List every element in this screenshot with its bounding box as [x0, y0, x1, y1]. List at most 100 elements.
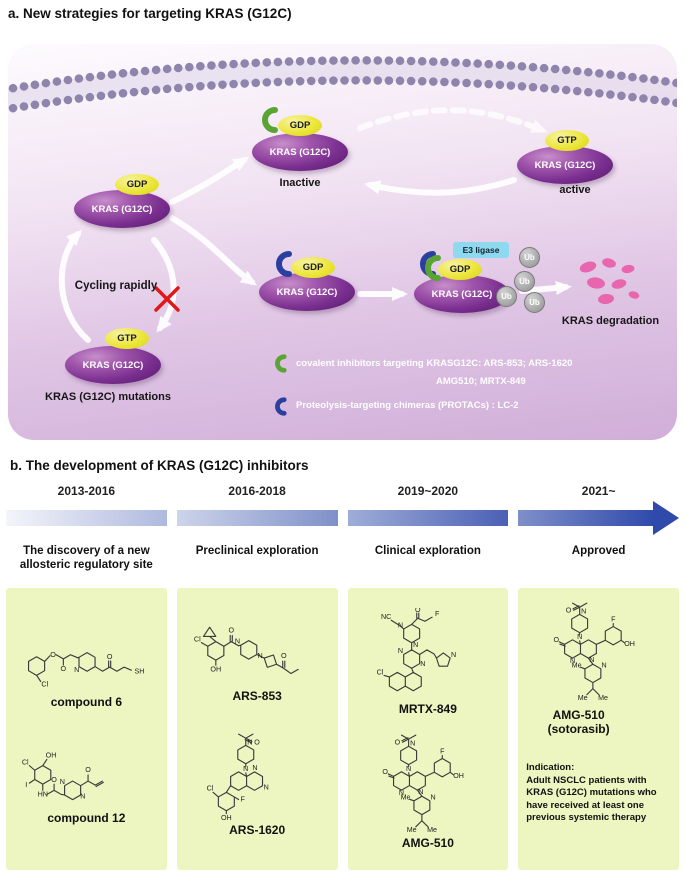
svg-text:Me: Me	[407, 826, 417, 834]
svg-text:HN: HN	[38, 790, 48, 799]
svg-text:N: N	[577, 633, 582, 641]
compound-name: ARS-1620	[229, 823, 286, 838]
inactive-label: Inactive	[279, 177, 321, 189]
legend-covalent-text-2: AMG510; MRTX-849	[436, 376, 526, 387]
svg-text:N: N	[410, 739, 415, 747]
svg-text:N: N	[601, 661, 606, 669]
gtp-badge: GTP	[545, 130, 589, 151]
kras-active-blob: KRAS (G12C)	[517, 146, 613, 184]
indication-text: Adult NSCLC patients with KRAS (G12C) mu…	[526, 774, 657, 824]
structure-compound-12: OH Cl I HN O N N O	[22, 751, 105, 801]
indication-title: Indication:	[526, 762, 575, 773]
svg-text:OH: OH	[453, 772, 464, 780]
arrow-left-to-middle	[169, 215, 257, 286]
struct-block: NC O F N N N N N Cl MRTX-849	[358, 608, 498, 716]
svg-text:O: O	[86, 765, 92, 774]
structure-amg-510-sotorasib: O N N O N N F OH N Me Me Me	[553, 602, 635, 702]
kras-protac-blob: KRAS (G12C)	[259, 273, 355, 311]
kras-ubiquitinated-blob: KRAS (G12C)	[414, 275, 510, 313]
compound-panel-clinical: NC O F N N N N N Cl MRTX-849	[347, 588, 509, 870]
arrow-inactive-to-active-dashed	[357, 107, 548, 133]
svg-text:F: F	[611, 615, 616, 623]
timeline-period: 2013-2016	[57, 484, 116, 498]
svg-text:N: N	[430, 793, 435, 801]
ubiquitin-badge: Ub	[519, 247, 540, 268]
struct-block: OH Cl I HN O N N O compound 12	[16, 747, 156, 826]
ubiquitin-badge: Ub	[524, 292, 545, 313]
svg-text:N: N	[235, 636, 240, 645]
degradation-fragments-graphic	[579, 258, 640, 305]
svg-text:N: N	[252, 764, 257, 772]
struct-block: O N N N N Cl F OH ARS-1620	[187, 729, 327, 837]
svg-text:Me: Me	[577, 694, 587, 702]
covalent-legend-crescent-icon	[275, 354, 287, 373]
panel-a-legend: covalent inhibitors targeting KRASG12C: …	[274, 354, 676, 419]
svg-text:Me: Me	[571, 661, 581, 669]
svg-text:O: O	[52, 775, 58, 784]
svg-text:N: N	[75, 665, 80, 674]
structure-compound-6: O O N O SH Cl	[28, 649, 145, 688]
covalent-inhibitor-crescent-icon	[262, 107, 278, 133]
svg-text:OH: OH	[211, 664, 222, 673]
compound-panel-approved: O N N O N N F OH N Me Me Me AMG-510 (sot	[518, 588, 679, 870]
timeline-arrowhead	[653, 501, 679, 535]
svg-text:Me: Me	[598, 694, 608, 702]
svg-text:O: O	[415, 608, 421, 614]
panel-a: KRAS (G12C) GDP Inactive KRAS (G12C) GTP…	[8, 44, 677, 440]
struct-block: O N N O N N F OH N Me Me Me AMG-510	[358, 730, 498, 850]
compound-name: compound 6	[50, 694, 123, 709]
svg-text:OH: OH	[46, 751, 57, 760]
svg-text:F: F	[241, 796, 246, 804]
svg-text:O: O	[229, 625, 235, 634]
compound-name: AMG-510 (sotorasib)	[547, 708, 610, 736]
svg-text:N: N	[420, 660, 425, 668]
stage-label: Preclinical exploration	[195, 545, 319, 557]
e3-ligase-badge: E3 ligase	[453, 242, 509, 258]
svg-text:NC: NC	[381, 613, 391, 621]
gtp-badge: GTP	[105, 328, 149, 349]
structure-ars-1620: O N N N N Cl F OH	[207, 733, 269, 822]
kras-label: KRAS (G12C)	[269, 146, 331, 158]
stage-label: The discovery of a new allosteric regula…	[19, 545, 153, 572]
kras-mutations-label: KRAS (G12C) mutations	[45, 391, 171, 403]
timeline-bar-segment	[347, 504, 509, 532]
svg-text:N: N	[243, 765, 248, 773]
svg-text:N: N	[570, 657, 575, 665]
svg-text:Cl: Cl	[194, 634, 201, 643]
timeline-grid: 2013-2016 2016-2018 2019~2020 2021~ The …	[6, 484, 679, 870]
svg-text:OH: OH	[624, 640, 635, 648]
gdp-badge: GDP	[291, 257, 335, 278]
svg-text:Me: Me	[427, 826, 437, 834]
svg-text:O: O	[61, 664, 67, 673]
svg-text:O: O	[254, 739, 260, 747]
svg-text:I: I	[26, 781, 28, 790]
arrow-active-to-inactive	[364, 177, 517, 196]
timeline-bar-segment	[518, 501, 679, 535]
structure-amg-510: O N N O N N F OH N Me Me Me	[382, 734, 464, 834]
svg-text:Cl: Cl	[207, 785, 214, 793]
svg-text:O: O	[565, 606, 571, 614]
svg-text:N: N	[581, 607, 586, 615]
gdp-badge: GDP	[278, 115, 322, 136]
svg-text:O: O	[395, 738, 401, 746]
svg-text:N: N	[258, 651, 263, 660]
stage-label: Approved	[571, 545, 626, 557]
svg-text:O: O	[281, 651, 287, 660]
ubiquitin-badge: Ub	[496, 286, 517, 307]
svg-text:N: N	[264, 784, 269, 792]
kras-degradation-label: KRAS degradation	[561, 315, 660, 327]
svg-text:N: N	[418, 788, 423, 796]
panel-a-title: a. New strategies for targeting KRAS (G1…	[8, 6, 292, 21]
svg-text:N: N	[451, 651, 456, 659]
svg-text:O: O	[382, 768, 388, 776]
arrow-left-to-inactive	[169, 156, 250, 205]
compound-name: MRTX-849	[398, 702, 457, 716]
svg-text:Me: Me	[400, 793, 410, 801]
svg-text:N: N	[60, 777, 65, 786]
svg-text:N: N	[406, 765, 411, 773]
stage-label: Clinical exploration	[374, 545, 481, 557]
svg-text:Cl: Cl	[42, 679, 49, 688]
protac-legend-crescent-icon	[275, 397, 287, 416]
structure-ars-853: Cl OH O N N O	[194, 625, 299, 674]
